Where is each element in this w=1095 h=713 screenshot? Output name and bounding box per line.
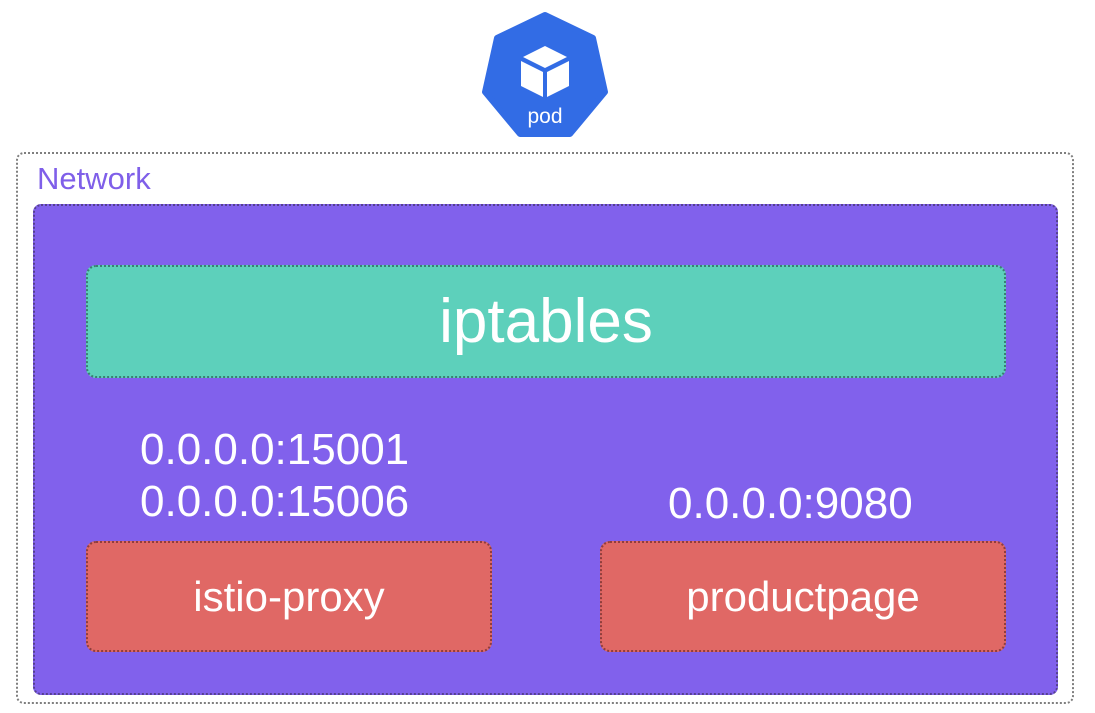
pod-badge: pod xyxy=(476,6,614,144)
istio-proxy-container: istio-proxy xyxy=(86,541,492,652)
pod-heptagon-icon xyxy=(477,7,613,142)
app-port: 0.0.0.0:9080 xyxy=(668,479,913,528)
proxy-ports: 0.0.0.0:15001 0.0.0.0:15006 xyxy=(140,424,409,528)
cube-icon xyxy=(521,46,569,97)
proxy-port-outbound: 0.0.0.0:15001 xyxy=(140,425,410,474)
proxy-port-inbound: 0.0.0.0:15006 xyxy=(140,477,410,526)
network-label: Network xyxy=(37,161,151,196)
productpage-container: productpage xyxy=(600,541,1006,652)
iptables-box: iptables xyxy=(86,265,1006,378)
